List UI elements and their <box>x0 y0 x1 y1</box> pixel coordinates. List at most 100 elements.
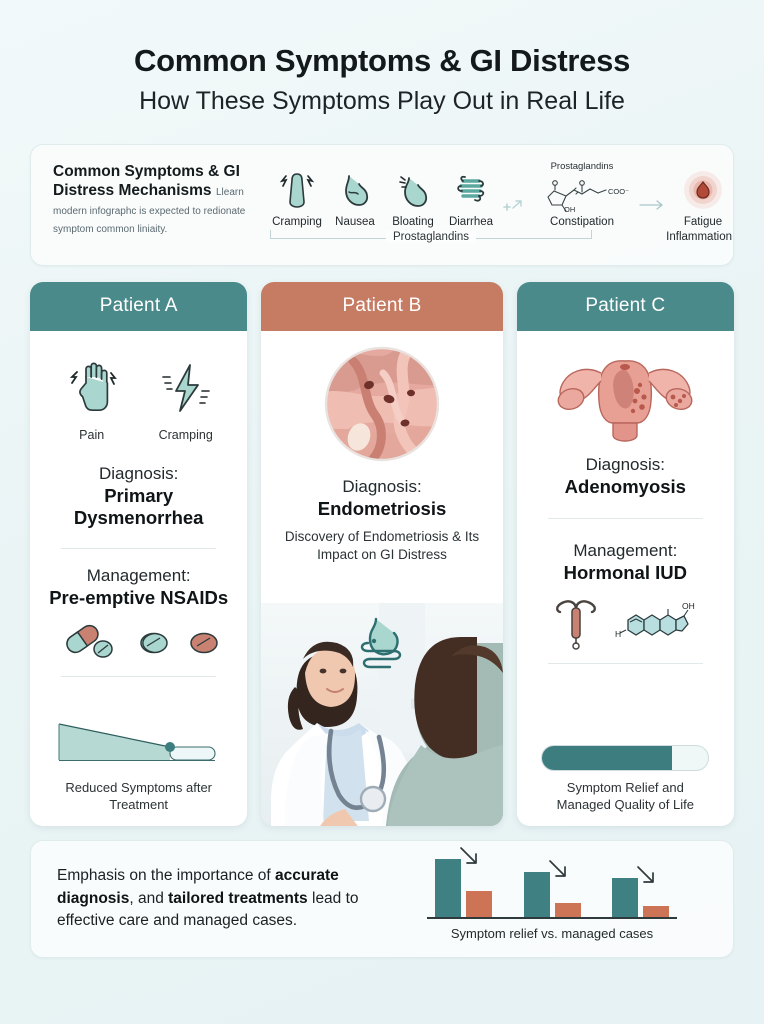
patient-b-diagnosis-value: Endometriosis <box>317 497 447 519</box>
patient-a-progress-caption: Reduced Symptoms after Treatment <box>65 780 213 812</box>
patient-c-progress-bar <box>541 745 710 772</box>
intestine-diarrhea-icon <box>442 167 500 212</box>
symptom-caption: Pain <box>79 427 105 442</box>
symptom-label: Constipation <box>550 215 614 228</box>
divider <box>61 547 217 549</box>
prostaglandins-brace: Prostaglandins <box>270 229 592 244</box>
arrow-to-outcome-icon <box>638 183 668 228</box>
molecule-oh-label: OH <box>682 601 695 611</box>
molecule-oh-label: OH <box>564 205 575 213</box>
down-arrow-icon <box>634 863 660 894</box>
patient-a-symptom-icons: Pain Cramping <box>56 357 222 442</box>
symptom-label: Bloating <box>392 215 434 228</box>
patient-b-sub-note: Discovery of Endometriosis & Its Impact … <box>284 529 480 562</box>
brace-row: Prostaglandins Inflammation <box>268 229 738 244</box>
endometriosis-illustration <box>324 346 440 462</box>
symptom-caption: Cramping <box>158 427 213 442</box>
symptom-item-bloating: Bloating <box>384 167 442 228</box>
patient-b-body: Diagnosis: Endometriosis Discovery of En… <box>261 330 503 826</box>
chart-bar <box>643 905 669 918</box>
patient-a-diagnosis-value: Primary Dysmenorrhea <box>73 484 204 529</box>
patient-a-management-value: Pre-emptive NSAIDs <box>49 586 229 608</box>
chart-bar-group <box>523 860 581 918</box>
pills-icon <box>57 622 221 662</box>
divider <box>61 675 217 677</box>
molecule-h-label: H <box>615 629 621 639</box>
symptom-label: Cramping <box>272 215 322 228</box>
patient-b-header: Patient B <box>261 281 503 331</box>
patient-cards-row: Patient A <box>30 281 734 826</box>
patient-a-management-label: Management: <box>86 565 191 585</box>
patient-c-diagnosis-label: Diagnosis: <box>585 454 665 474</box>
down-arrow-icon <box>457 844 483 875</box>
page-title: Common Symptoms & GI Distress <box>133 43 631 78</box>
mechanisms-text-block: Common Symptoms & GI Distress Mechanisms… <box>53 159 268 237</box>
molecule-constipation-icon: COO⁻ OH <box>526 173 638 218</box>
summary-chart-plot <box>427 847 677 919</box>
progress-fill <box>542 746 672 771</box>
inflammation-label: Inflammation <box>666 230 732 243</box>
summary-chart: Symptom relief vs. managed cases <box>397 847 707 941</box>
patient-c-treatment-icons: OH H <box>550 595 700 651</box>
estradiol-molecule-icon: OH H <box>615 601 695 639</box>
patient-a-header: Patient A <box>30 281 248 331</box>
chart-bar <box>612 877 638 918</box>
inflammation-flame-icon <box>668 168 738 213</box>
divider <box>547 662 703 664</box>
chart-bar-group <box>612 866 669 918</box>
plus-arrow-connector <box>500 183 526 228</box>
lightning-cramping-icon <box>161 363 210 412</box>
patient-c-management-value: Hormonal IUD <box>563 562 687 584</box>
iud-device-icon <box>556 600 597 650</box>
divider <box>547 518 703 520</box>
uterus-adenomyosis-illustration <box>557 360 693 442</box>
chart-bar <box>554 902 581 918</box>
chart-bar <box>523 872 550 918</box>
down-arrow-icon <box>546 857 572 888</box>
outcome-item-fatigue: Fatigue <box>668 168 738 228</box>
summary-emphasis: tailored treatments <box>168 889 308 907</box>
patient-c-header: Patient C <box>516 281 734 331</box>
summary-run: Emphasis on the importance of <box>57 867 275 885</box>
symptom-pain: Pain <box>56 357 128 442</box>
patient-card-a[interactable]: Patient A <box>30 281 248 826</box>
patient-a-body: Pain Cramping Diagnosis: <box>30 331 247 826</box>
patient-a-progress-block: Reduced Symptoms after Treatment <box>55 716 223 814</box>
summary-chart-caption: Symptom relief vs. managed cases <box>450 925 654 941</box>
reduction-wedge-chart <box>58 723 216 762</box>
mechanisms-icon-strip: Cramping Nausea <box>268 159 738 244</box>
patient-c-progress-caption: Symptom Relief and Managed Quality of Li… <box>556 780 694 812</box>
symptom-item-nausea: Nausea <box>326 167 384 228</box>
symptom-label: Diarrhea <box>448 215 494 228</box>
mechanisms-description: Llearn modern infographc is expected to … <box>53 187 246 235</box>
summary-run: , and <box>129 889 169 907</box>
gi-tract-icon <box>354 611 410 678</box>
symptom-icon-row: Cramping Nausea <box>268 161 738 228</box>
symptom-cramping: Cramping <box>150 357 222 442</box>
page-header: Common Symptoms & GI Distress How These … <box>0 0 764 132</box>
doctor-patient-consultation-photo <box>261 602 503 826</box>
patient-c-progress-block: Symptom Relief and Managed Quality of Li… <box>541 745 710 814</box>
summary-panel: Emphasis on the importance of accurate d… <box>30 839 734 958</box>
outcome-label: Fatigue <box>683 215 723 228</box>
summary-text: Emphasis on the importance of accurate d… <box>57 865 387 932</box>
mechanisms-panel: Common Symptoms & GI Distress Mechanisms… <box>30 143 734 266</box>
stomach-nausea-icon <box>326 167 384 212</box>
symptom-item-diarrhea: Diarrhea <box>442 167 500 228</box>
patient-card-b[interactable]: Patient B <box>261 281 503 826</box>
molecule-coo-label: COO⁻ <box>608 187 629 196</box>
chart-bar <box>466 890 492 918</box>
patient-c-body: Diagnosis: Adenomyosis Management: Hormo… <box>517 331 734 826</box>
patient-c-diagnosis-value: Adenomyosis <box>564 475 686 497</box>
mechanisms-heading: Common Symptoms & GI Distress Mechanisms <box>53 162 240 200</box>
patient-card-c[interactable]: Patient C <box>516 281 734 826</box>
stomach-bloating-icon <box>384 167 442 212</box>
molecule-name-label: Prostaglandins <box>550 160 614 172</box>
symptom-item-constipation: Prostaglandins <box>526 161 638 228</box>
symptom-label: Nausea <box>335 215 375 228</box>
patient-a-diagnosis-label: Diagnosis: <box>98 463 179 483</box>
patient-b-diagnosis-label: Diagnosis: <box>342 476 422 496</box>
page-subtitle: How These Symptoms Play Out in Real Life <box>139 87 625 116</box>
summary-emphasis: accurate diagnosis <box>57 867 339 907</box>
